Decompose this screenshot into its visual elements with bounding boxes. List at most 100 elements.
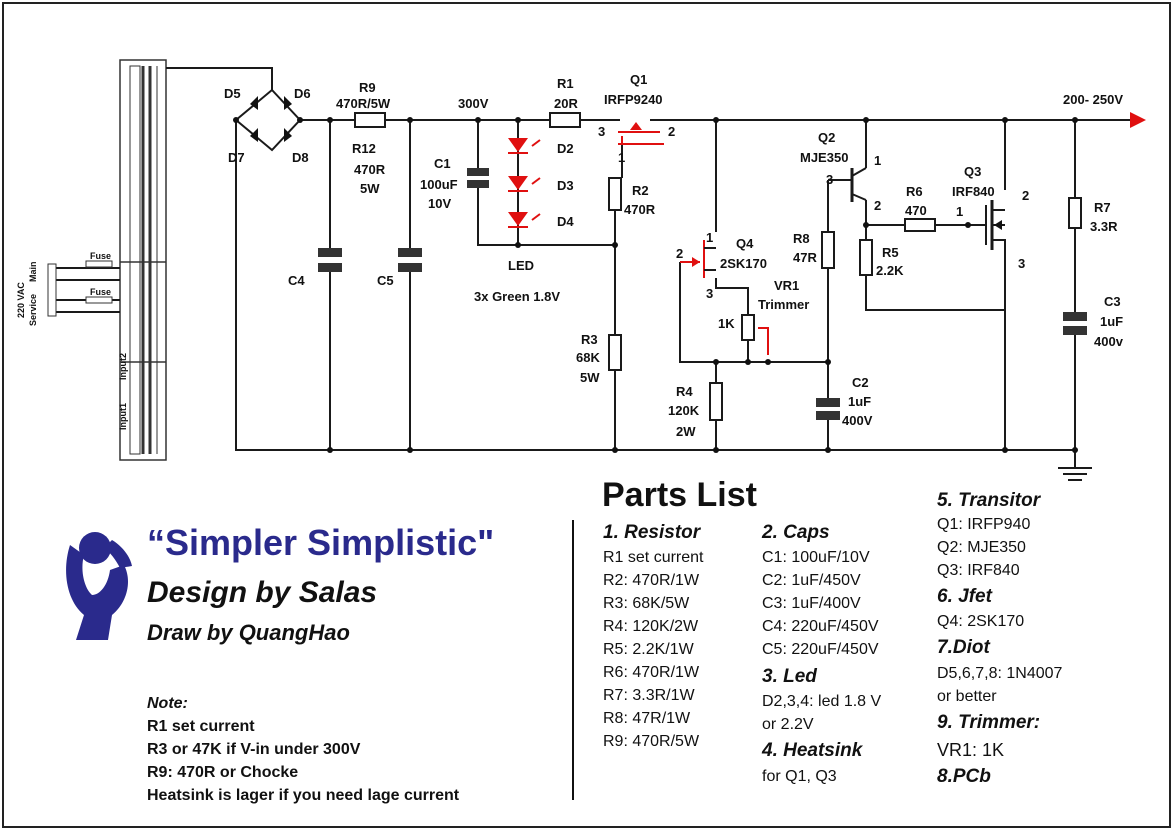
c2-value: 1uF xyxy=(848,394,871,409)
part-item: R3: 68K/5W xyxy=(603,595,690,612)
q1-mosfet xyxy=(610,119,664,145)
heatsink-heading: 4. Heatsink xyxy=(762,740,863,761)
led-string xyxy=(508,138,541,228)
transitor-heading: 5. Transitor xyxy=(937,490,1041,511)
r12-value: 470R xyxy=(354,162,386,177)
c3-capacitor xyxy=(1063,312,1087,335)
r6-resistor xyxy=(904,218,936,232)
d4-label: D4 xyxy=(557,214,574,229)
c4-capacitor xyxy=(318,248,342,272)
resistor-heading: 1. Resistor xyxy=(603,522,701,543)
part-item: Q3: IRF840 xyxy=(937,562,1020,579)
part-item: C2: 1uF/450V xyxy=(762,572,861,589)
salas-logo xyxy=(66,532,132,640)
service-label: Service xyxy=(28,294,38,326)
r1-resistor xyxy=(549,112,581,128)
r6-value: 470 xyxy=(905,203,927,218)
designer-credit: Design by Salas xyxy=(147,576,378,609)
r4-value: 120K xyxy=(668,403,700,418)
q3-pin1: 1 xyxy=(956,204,963,219)
d5-label: D5 xyxy=(224,86,241,101)
fuse-label-1: Fuse xyxy=(90,251,111,261)
trimmer-heading: 9. Trimmer: xyxy=(937,712,1041,733)
part-item: or better xyxy=(937,688,997,705)
c2-voltage: 400V xyxy=(842,413,873,428)
part-item: C5: 220uF/450V xyxy=(762,641,879,658)
transformer: Input2 Input1 xyxy=(118,59,167,461)
part-item: Q4: 2SK170 xyxy=(937,613,1025,630)
r3-name: R3 xyxy=(581,332,598,347)
r5-resistor xyxy=(859,239,873,276)
r3-value: 68K xyxy=(576,350,600,365)
parts-list-heading: Parts List xyxy=(602,476,757,514)
c1-name: C1 xyxy=(434,156,451,171)
bridge-rectifier: D5 D6 D7 D8 xyxy=(224,86,311,165)
r8-name: R8 xyxy=(793,231,810,246)
r2-resistor xyxy=(608,177,622,211)
part-item: R8: 47R/1W xyxy=(603,710,691,727)
led-heading: 3. Led xyxy=(762,666,817,687)
note-line: R3 or 47K if V-in under 300V xyxy=(147,741,361,758)
c4-label: C4 xyxy=(288,273,305,288)
q1-value: IRFP9240 xyxy=(604,92,663,107)
fuse-service xyxy=(85,296,113,304)
part-item: for Q1, Q3 xyxy=(762,768,837,785)
q3-mosfet xyxy=(985,200,1006,258)
note-heading: Note: xyxy=(147,695,188,712)
junctions xyxy=(233,117,1078,453)
vr1-value: Trimmer xyxy=(758,297,809,312)
part-item: R4: 120K/2W xyxy=(603,618,699,635)
q4-value: 2SK170 xyxy=(720,256,767,271)
part-item: C1: 100uF/10V xyxy=(762,549,870,566)
ground-symbol xyxy=(1058,450,1092,481)
c3-name: C3 xyxy=(1104,294,1121,309)
fuse-label-2: Fuse xyxy=(90,287,111,297)
r12-watt: 5W xyxy=(360,181,380,196)
c2-capacitor xyxy=(816,398,840,420)
r8-value: 47R xyxy=(793,250,817,265)
d8-label: D8 xyxy=(292,150,309,165)
q4-name: Q4 xyxy=(736,236,754,251)
q1-pin1: 1 xyxy=(618,150,625,165)
q2-pin3: 3 xyxy=(826,172,833,187)
c3-voltage: 400v xyxy=(1094,334,1124,349)
c1-capacitor xyxy=(467,168,489,188)
jfet-heading: 6. Jfet xyxy=(937,586,992,607)
vr1-trimmer xyxy=(741,314,755,341)
q4-pin3: 3 xyxy=(706,286,713,301)
vac-label: 220 VAC xyxy=(16,282,26,318)
r2-value: 470R xyxy=(624,202,656,217)
d2-label: D2 xyxy=(557,141,574,156)
c3-value: 1uF xyxy=(1100,314,1123,329)
c1-voltage: 10V xyxy=(428,196,451,211)
main-label: Main xyxy=(28,261,38,282)
input1-label: Input1 xyxy=(118,403,128,430)
q3-value: IRF840 xyxy=(952,184,995,199)
vr1-ohm: 1K xyxy=(718,316,735,331)
r7-resistor xyxy=(1068,197,1082,229)
r1-value: 20R xyxy=(554,96,578,111)
c2-name: C2 xyxy=(852,375,869,390)
part-item: VR1: 1K xyxy=(937,740,1005,760)
diot-heading: 7.Diot xyxy=(937,637,990,658)
part-item: R6: 470R/1W xyxy=(603,664,700,681)
led-desc: 3x Green 1.8V xyxy=(474,289,560,304)
part-item: D2,3,4: led 1.8 V xyxy=(762,693,882,710)
d7-label: D7 xyxy=(228,150,245,165)
q2-pin2: 2 xyxy=(874,198,881,213)
part-item: or 2.2V xyxy=(762,716,814,733)
led-label: LED xyxy=(508,258,534,273)
r5-value: 2.2K xyxy=(876,263,904,278)
q4-jfet xyxy=(680,240,716,278)
r9-name: R9 xyxy=(359,80,376,95)
r8-resistor xyxy=(821,231,835,269)
part-item: R1 set current xyxy=(603,549,704,566)
q2-value: MJE350 xyxy=(800,150,848,165)
q3-pin2: 2 xyxy=(1022,188,1029,203)
r5-name: R5 xyxy=(882,245,899,260)
mains-input: Fuse Fuse 220 VAC Main Service xyxy=(16,251,120,326)
part-item: R2: 470R/1W xyxy=(603,572,700,589)
